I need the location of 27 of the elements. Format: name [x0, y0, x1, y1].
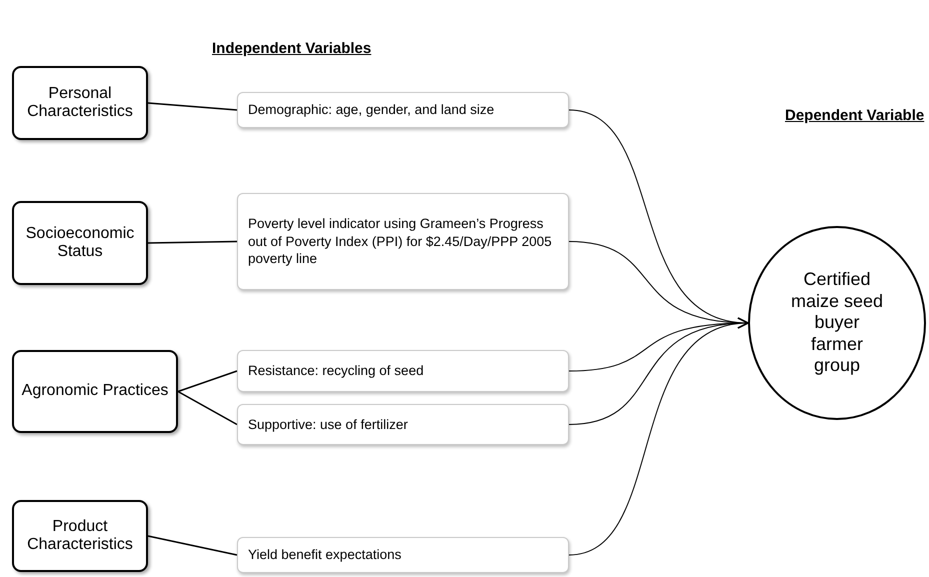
node-text: Yield benefit expectations	[248, 546, 402, 564]
node-text: Personal Characteristics	[26, 84, 134, 122]
node-text: Socioeconomic Status	[24, 224, 136, 262]
variable-box	[237, 537, 569, 573]
section-heading: Dependent Variable	[785, 107, 924, 124]
connector-line	[148, 535, 238, 556]
section-heading: Independent Variables	[212, 40, 372, 57]
node-text: Certified maize seed buyer farmer group	[790, 269, 884, 377]
node-text: Product Characteristics	[26, 518, 134, 554]
connector-line	[148, 240, 238, 244]
node-text: Resistance: recycling of seed	[248, 362, 424, 380]
variable-box	[237, 193, 569, 290]
connector-line	[178, 390, 238, 426]
category-box	[12, 500, 148, 572]
node-text: Supportive: use of fertilizer	[248, 416, 408, 434]
category-box	[12, 201, 148, 285]
variable-box	[237, 350, 569, 392]
curved-arrow	[568, 319, 749, 556]
connector-line	[178, 370, 238, 392]
variable-box	[237, 404, 569, 445]
node-text: Poverty level indicator using Grameen’s Progress out of Poverty Index (PPI) for $2.45/Day/PPP 2005 poverty line	[248, 215, 553, 268]
node-text: Demographic: age, gender, and land size	[248, 101, 494, 119]
connector-line	[148, 102, 238, 111]
category-box	[12, 350, 178, 433]
node-text: Agronomic Practices	[22, 382, 168, 401]
variable-box	[237, 92, 569, 128]
category-box	[12, 66, 148, 140]
